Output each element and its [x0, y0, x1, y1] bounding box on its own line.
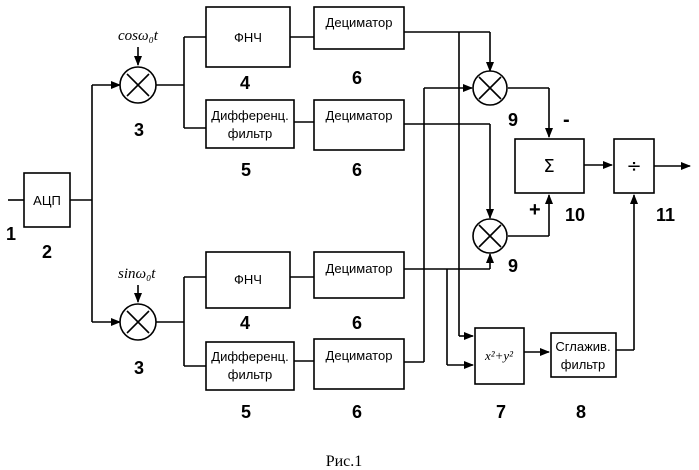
square-sum-label: x²+y² [484, 348, 514, 363]
diff-filter-bottom-label2: фильтр [228, 367, 272, 382]
diff-filter-top-label2: фильтр [228, 126, 272, 141]
mixer-9-top [473, 71, 507, 105]
svg-text:Дециматор: Дециматор [326, 261, 393, 276]
ref-6-4: 6 [352, 402, 362, 422]
sin-label: sinω₀t [118, 266, 156, 282]
ref-9-top: 9 [508, 110, 518, 130]
decimator-4: Дециматор [314, 339, 404, 389]
ref-7: 7 [496, 402, 506, 422]
ref-10: 10 [565, 205, 585, 225]
sum-block: Σ [515, 139, 584, 193]
ref-2: 2 [42, 242, 52, 262]
minus-sign: - [563, 109, 570, 131]
smoothing-filter-label1: Сглажив. [555, 339, 610, 354]
ref-4-bottom: 4 [240, 313, 250, 333]
lpf-bottom-block: ФНЧ [206, 252, 290, 308]
diff-filter-bottom-block: Дифференц. фильтр [206, 342, 294, 390]
decimator-1: Дециматор [314, 7, 404, 49]
ref-3-top: 3 [134, 120, 144, 140]
divide-symbol: ÷ [626, 156, 641, 177]
decimator-2: Дециматор [314, 100, 404, 150]
lpf-bottom-label: ФНЧ [234, 272, 262, 287]
ref-6-2: 6 [352, 160, 362, 180]
adc-block: АЦП [24, 173, 70, 227]
ref-5-bottom: 5 [241, 402, 251, 422]
square-sum-block: x²+y² [475, 328, 524, 384]
diff-filter-top-label1: Дифференц. [211, 108, 288, 123]
decimator-3: Дециматор [314, 252, 404, 298]
lpf-top-label: ФНЧ [234, 30, 262, 45]
mixer-9-bottom [473, 219, 507, 253]
sum-symbol: Σ [543, 156, 554, 177]
plus-sign: + [529, 199, 541, 221]
cos-label: cosω₀t [118, 28, 159, 44]
mixer-bottom [120, 304, 156, 340]
ref-5-top: 5 [241, 160, 251, 180]
ref-6-1: 6 [352, 68, 362, 88]
ref-9-bottom: 9 [508, 256, 518, 276]
smoothing-filter-block: Сглажив. фильтр [551, 333, 616, 377]
svg-text:Дециматор: Дециматор [326, 348, 393, 363]
mixer-top [120, 67, 156, 103]
svg-text:Дециматор: Дециматор [326, 15, 393, 30]
ref-6-3: 6 [352, 313, 362, 333]
wires [8, 32, 690, 366]
figure-caption: Рис.1 [326, 453, 363, 470]
divider-block: ÷ [614, 139, 654, 193]
ref-8: 8 [576, 402, 586, 422]
diff-filter-bottom-label1: Дифференц. [211, 349, 288, 364]
ref-3-bottom: 3 [134, 358, 144, 378]
diff-filter-top-block: Дифференц. фильтр [206, 100, 294, 148]
ref-4-top: 4 [240, 73, 250, 93]
svg-text:Дециматор: Дециматор [326, 108, 393, 123]
smoothing-filter-label2: фильтр [561, 357, 605, 372]
adc-label: АЦП [33, 193, 61, 208]
lpf-top-block: ФНЧ [206, 7, 290, 67]
ref-1: 1 [6, 224, 16, 244]
ref-11: 11 [656, 205, 675, 225]
